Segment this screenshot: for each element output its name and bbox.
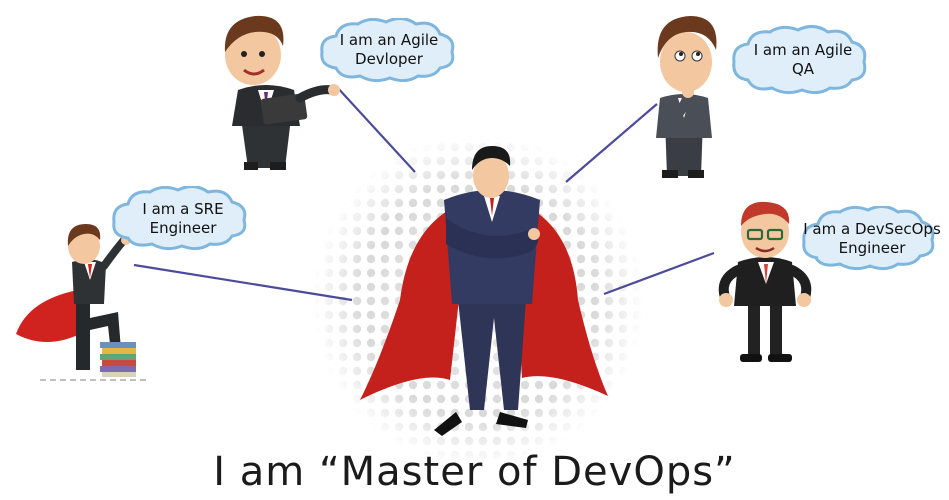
cloud-bubble-icon	[320, 18, 455, 82]
bubble-text-devsecops-engineer: I am a DevSecOps Engineer	[803, 220, 941, 257]
connector-qa	[565, 103, 658, 183]
connector-devsecops	[603, 251, 715, 296]
bubble-text-agile-qa: I am an Agile QA	[753, 41, 853, 78]
devops-hero-figure	[360, 146, 608, 436]
book-stack	[100, 342, 136, 377]
speech-bubble-agile-qa: I am an Agile QA	[728, 24, 878, 96]
speech-bubble-agile-developer: I am an Agile Devloper	[316, 18, 462, 82]
devsecops-engineer-figure	[718, 201, 812, 362]
speech-bubble-devsecops-engineer: I am a DevSecOps Engineer	[798, 206, 946, 272]
page-title: I am “Master of DevOps”	[213, 449, 736, 495]
connector-sre	[133, 263, 353, 302]
connector-developer	[335, 85, 416, 173]
agile-developer-figure	[224, 15, 340, 170]
bubble-text-sre-engineer: I am a SRE Engineer	[142, 200, 224, 237]
agile-qa-figure	[656, 16, 717, 178]
connector-lines	[133, 85, 715, 302]
speech-bubble-sre-engineer: I am a SRE Engineer	[108, 186, 258, 252]
sre-engineer-figure	[16, 224, 150, 381]
cloud-bubble-icon	[732, 25, 867, 95]
bubble-text-agile-developer: I am an Agile Devloper	[339, 31, 439, 68]
cloud-bubble-icon	[802, 206, 935, 271]
cloud-bubble-icon	[112, 186, 247, 251]
